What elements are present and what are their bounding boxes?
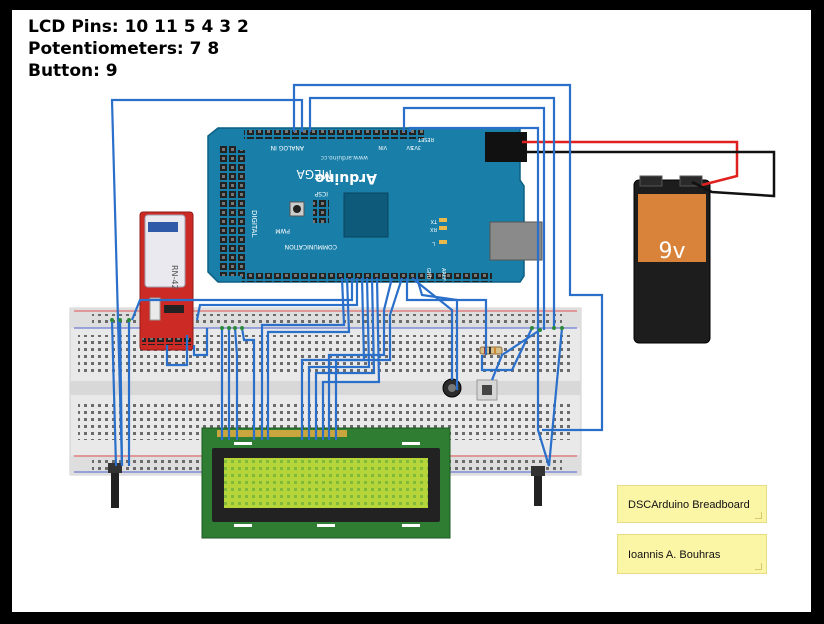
communication-label: COMMUNICATION <box>285 243 337 250</box>
arduino-mega-board: Arduino MEGA www.arduino.cc ANALOG IN DI… <box>207 127 543 283</box>
signal-wires <box>110 83 604 467</box>
lcd-pins-label: LCD Pins: 10 11 5 4 3 2 <box>28 17 249 37</box>
3v3-label: 3V3 <box>411 144 421 150</box>
l-label: L <box>432 240 435 246</box>
resistor <box>479 346 503 355</box>
arduino-brand-text: Arduino <box>315 170 377 186</box>
potentiometers-label: Potentiometers: 7 8 <box>28 39 220 59</box>
circuit-diagram: Arduino MEGA www.arduino.cc ANALOG IN DI… <box>69 83 776 539</box>
wire-endpoints <box>110 318 564 332</box>
trim-potentiometer <box>442 378 462 398</box>
icsp-label: ICSP <box>314 190 328 197</box>
note-author-text: Ioannis A. Bouhras <box>628 549 721 561</box>
lcd-display <box>201 427 451 539</box>
rx-label: RX <box>430 226 437 232</box>
diagram-canvas: LCD Pins: 10 11 5 4 3 2 Potentiometers: … <box>12 10 811 612</box>
red-power-wire <box>522 140 739 187</box>
5v-label: 5V <box>406 144 413 150</box>
battery-label: 9v <box>658 239 685 264</box>
pwm-label: PWM <box>275 227 290 234</box>
bluetooth-module: RN-42 <box>139 211 194 351</box>
arduino-model-text: MEGA <box>296 167 332 181</box>
note-project-title-text: DSCArduino Breadboard <box>628 499 750 511</box>
note-author: Ioannis A. Bouhras <box>617 534 767 574</box>
analog-in-label: ANALOG IN <box>271 144 304 151</box>
9v-battery: 9v <box>633 175 711 344</box>
reset-label: RESET <box>417 136 434 142</box>
button-label: Button: 9 <box>28 61 118 81</box>
bluetooth-module-label: RN-42 <box>170 265 179 290</box>
aref-label: AREF <box>440 268 446 281</box>
potentiometer-left <box>108 463 122 508</box>
note-corner <box>755 512 762 519</box>
vin-label: VIN <box>378 144 387 150</box>
note-corner <box>755 563 762 570</box>
digital-label: DIGITAL <box>250 210 258 237</box>
potentiometer-right <box>531 466 545 506</box>
gnd-label: GND <box>425 268 431 280</box>
arduino-site-text: www.arduino.cc <box>321 154 368 161</box>
black-power-wire <box>522 150 776 198</box>
push-button <box>476 379 498 401</box>
tx-label: TX <box>430 218 438 224</box>
note-project-title: DSCArduino Breadboard <box>617 485 767 523</box>
